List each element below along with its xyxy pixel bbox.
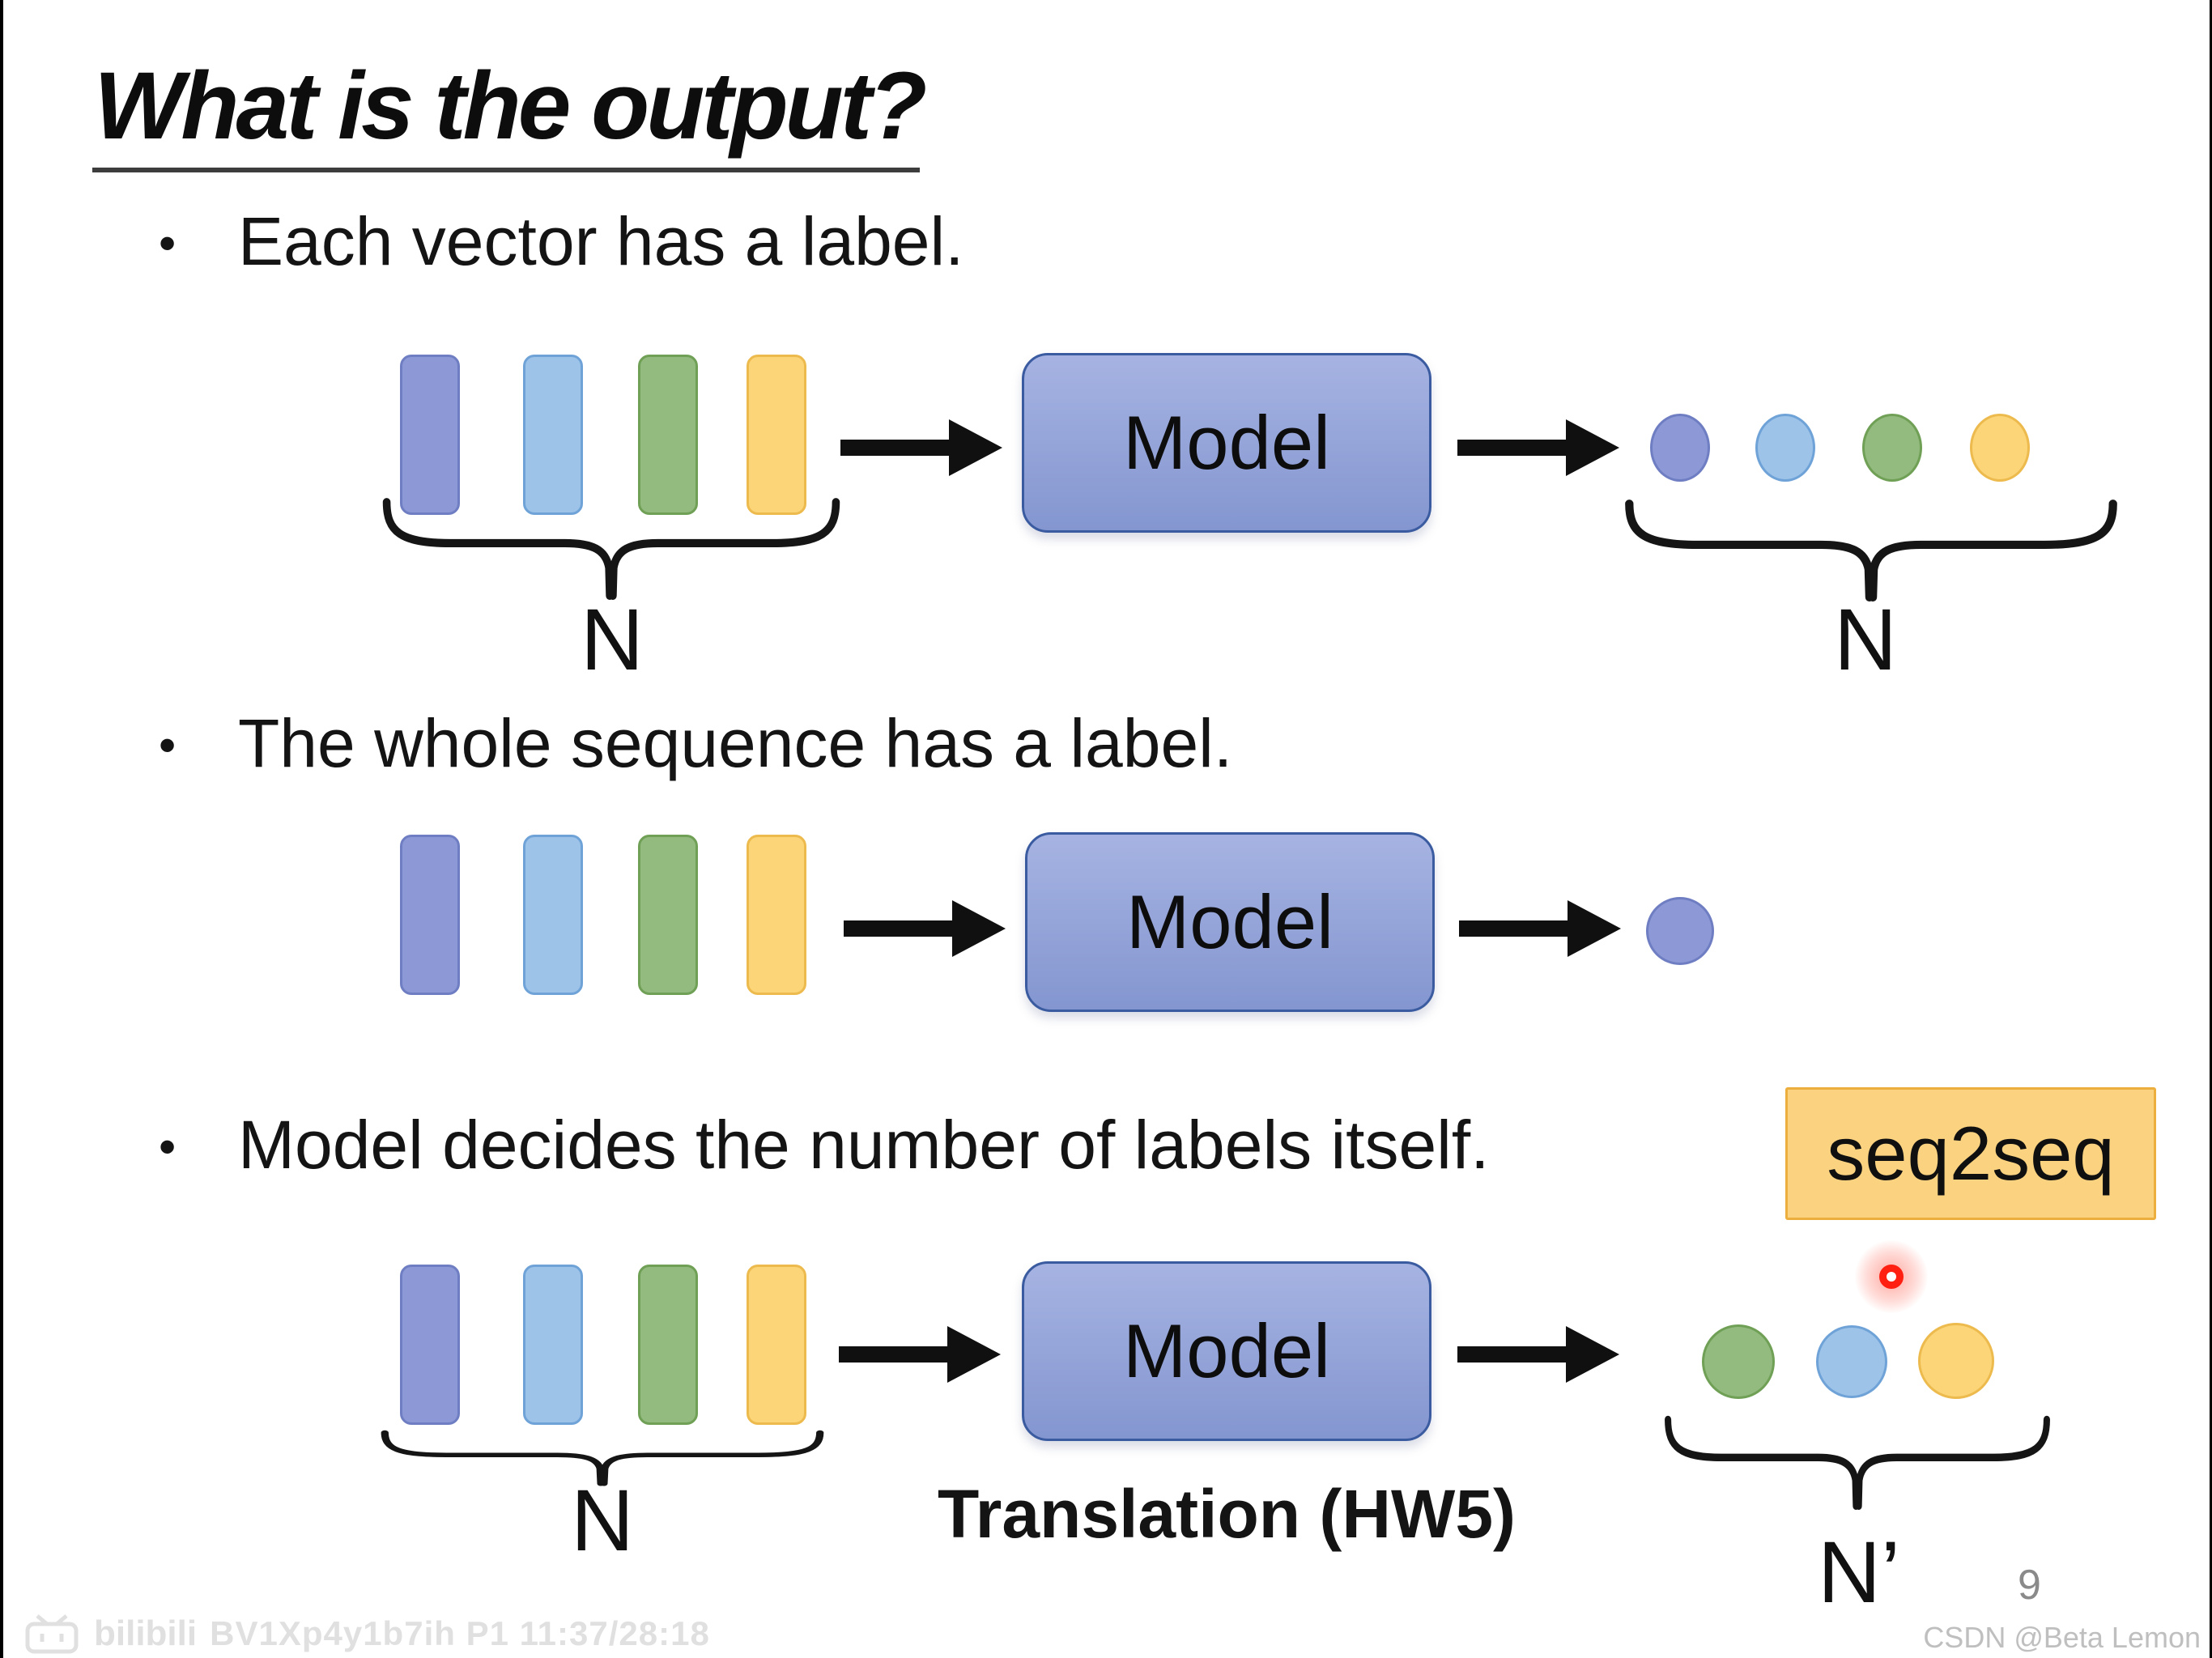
- curly-brace-input-row1: [379, 494, 844, 601]
- model-label: Model: [1122, 1308, 1331, 1393]
- input-vector: [747, 355, 806, 515]
- csdn-watermark: CSDN @Beta Lemon: [1923, 1621, 2201, 1654]
- arrow-right-icon: [1459, 900, 1621, 957]
- arrow-right-icon: [839, 1326, 1001, 1383]
- model-box-row1: Model: [1022, 353, 1431, 533]
- bullet-each-vector: • Each vector has a label.: [159, 204, 964, 283]
- translation-caption: Translation (HW5): [937, 1476, 1516, 1552]
- input-vector: [747, 1265, 806, 1425]
- bullet-text: Each vector has a label.: [238, 203, 964, 279]
- video-info-watermark: BV1Xp4y1b7ih P1 11:37/28:18: [210, 1614, 710, 1652]
- output-count-label: N’: [1818, 1523, 1900, 1621]
- title-underline: [92, 168, 920, 172]
- bullet-text: Model decides the number of labels itsel…: [238, 1107, 1490, 1183]
- screen-edge-right: [2210, 0, 2212, 1658]
- output-count-label: N: [1834, 590, 1897, 688]
- input-vector: [747, 835, 806, 995]
- output-label-circle: [1650, 414, 1710, 482]
- curly-brace-output-row3: [1661, 1412, 2053, 1511]
- output-label-circle: [1862, 414, 1922, 482]
- arrow-right-icon: [840, 419, 1002, 476]
- output-label-circle: [1816, 1325, 1887, 1398]
- page-title: What is the output?: [94, 53, 927, 159]
- bilibili-logo-text: bilibili: [94, 1613, 198, 1653]
- input-count-label: N: [581, 590, 644, 688]
- model-label: Model: [1122, 400, 1331, 485]
- output-label-circle: [1702, 1324, 1775, 1399]
- input-vector: [400, 835, 460, 995]
- output-label-circle: [1755, 414, 1815, 482]
- bilibili-tv-icon: [25, 1614, 79, 1654]
- input-vector: [523, 1265, 583, 1425]
- output-label-circle: [1970, 414, 2030, 482]
- input-vector: [638, 355, 698, 515]
- bullet-dot: •: [159, 717, 177, 772]
- model-box-row3: Model: [1022, 1261, 1431, 1441]
- bullet-model-decides: • Model decides the number of labels its…: [159, 1107, 1490, 1186]
- seq2seq-tag: seq2seq: [1785, 1087, 2156, 1220]
- screen-edge-left: [0, 0, 3, 1658]
- input-vector: [400, 1265, 460, 1425]
- curly-brace-output-row1: [1621, 495, 2121, 602]
- page-number: 9: [2018, 1562, 2041, 1609]
- input-vector: [638, 1265, 698, 1425]
- seq2seq-label: seq2seq: [1827, 1111, 2115, 1196]
- model-label: Model: [1125, 879, 1334, 964]
- model-box-row2: Model: [1025, 832, 1435, 1012]
- output-label-circle: [1646, 897, 1714, 965]
- laser-pointer-dot: [1879, 1265, 1904, 1289]
- arrow-right-icon: [1457, 1326, 1619, 1383]
- arrow-right-icon: [1457, 419, 1619, 476]
- bilibili-watermark: bilibili BV1Xp4y1b7ih P1 11:37/28:18: [23, 1613, 710, 1655]
- bullet-dot: •: [159, 1119, 177, 1174]
- bullet-dot: •: [159, 215, 177, 270]
- input-vector: [638, 835, 698, 995]
- output-label-circle: [1918, 1323, 1994, 1399]
- input-vector: [523, 355, 583, 515]
- input-vector: [400, 355, 460, 515]
- bullet-text: The whole sequence has a label.: [238, 705, 1233, 781]
- bullet-whole-sequence: • The whole sequence has a label.: [159, 706, 1232, 784]
- arrow-right-icon: [844, 900, 1006, 957]
- input-vector: [523, 835, 583, 995]
- input-count-label: N: [571, 1471, 634, 1569]
